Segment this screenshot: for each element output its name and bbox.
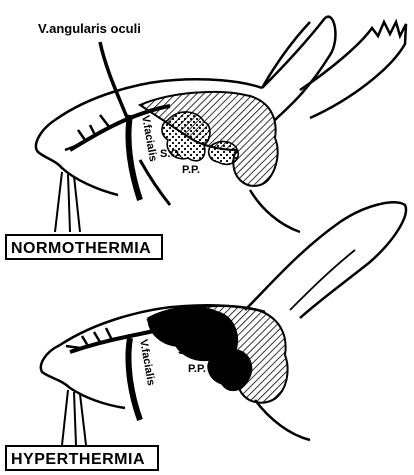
label-facialis-bottom: V.facialis — [137, 338, 157, 386]
vein-facialis-top — [128, 115, 140, 200]
gland-dotted-small-top — [209, 141, 239, 164]
neck-bottom — [255, 400, 310, 440]
label-pp-bottom: P.P. — [188, 363, 206, 375]
vein-lower-top — [140, 160, 170, 205]
whiskers-top — [55, 172, 80, 232]
whiskers-bottom — [62, 390, 86, 445]
vein-angularis-top — [100, 42, 128, 120]
normothermia-panel: V.angularis oculi V.facialis S.O. P.P. N… — [6, 17, 406, 259]
label-so-top: S.O. — [160, 148, 182, 160]
condition-label-bottom: HYPERTHERMIA — [11, 451, 145, 468]
snout-bottom — [41, 345, 125, 408]
label-so-bottom: S.O. — [178, 345, 200, 357]
neck-top — [250, 190, 300, 232]
condition-label-top: NORMOTHERMIA — [11, 240, 151, 257]
label-vein-angularis: V.angularis oculi — [38, 21, 141, 36]
ear-right-top — [300, 22, 406, 118]
vein-facialis-bottom — [128, 338, 140, 420]
label-facialis-top: V.facialis — [139, 114, 159, 162]
ear-bottom — [245, 202, 406, 318]
label-pp-top: P.P. — [182, 164, 200, 176]
